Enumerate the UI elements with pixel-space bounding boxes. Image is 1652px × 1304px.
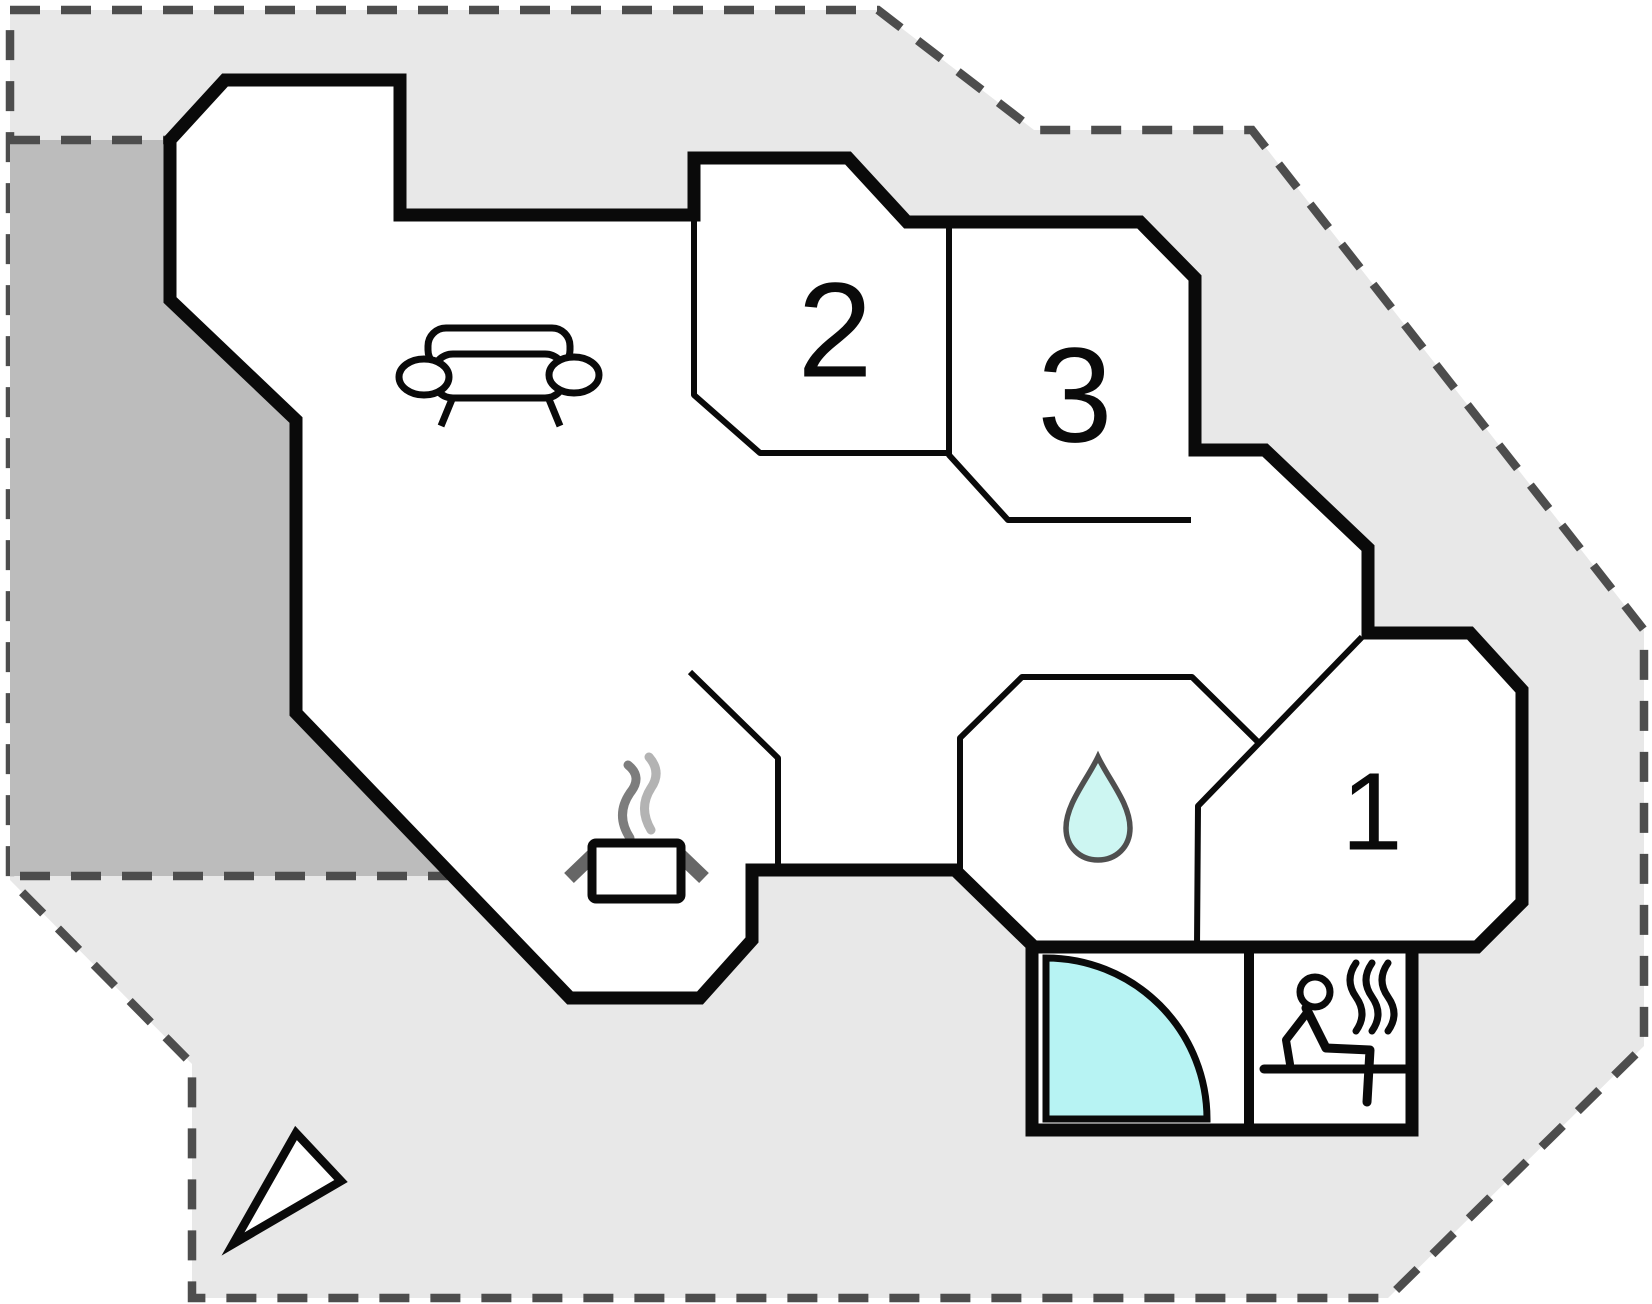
room-1-label: 1 [1341, 751, 1402, 874]
room-2-label: 2 [797, 255, 872, 406]
stove-icon [564, 752, 709, 904]
water-drop-icon [1063, 750, 1133, 863]
north-arrow-icon [221, 1125, 348, 1256]
room-3-label: 3 [1037, 320, 1112, 471]
sofa-icon [395, 324, 603, 428]
shower-icon [1042, 954, 1211, 1123]
interior-walls [687, 215, 1365, 948]
terrace-area [10, 140, 458, 876]
sauna-icon [1259, 959, 1415, 1107]
